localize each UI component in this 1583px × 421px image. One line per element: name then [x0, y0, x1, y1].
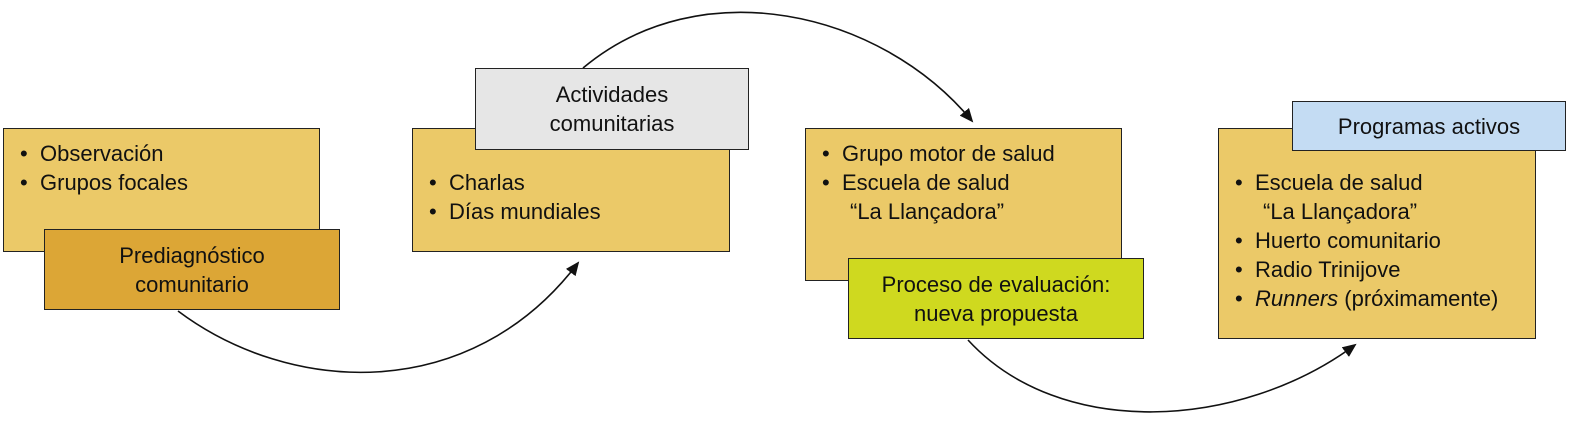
stage1-list: •Observación •Grupos focales — [20, 139, 188, 197]
curved-arrow-icon — [967, 339, 1357, 413]
list-item: •Radio Trinijove — [1235, 257, 1401, 282]
curved-arrow-icon — [582, 11, 974, 123]
stage4-list: •Escuela de salud “La Llançadora” •Huert… — [1235, 168, 1498, 313]
list-item: •Charlas — [429, 170, 525, 195]
list-item: •Observación — [20, 141, 164, 166]
prediagnostico-label: Prediagnóstico comunitario — [44, 229, 340, 310]
stage4-box: •Escuela de salud “La Llançadora” •Huert… — [1218, 128, 1536, 339]
runners-note: (próximamente) — [1338, 286, 1499, 311]
stage1-box: •Observación •Grupos focales — [3, 128, 320, 252]
list-item: •Grupos focales — [20, 170, 188, 195]
actividades-label: Actividades comunitarias — [475, 68, 749, 150]
runners-text: Runners — [1255, 286, 1339, 311]
stage2-list: •Charlas •Días mundiales — [429, 168, 601, 226]
list-item: •Huerto comunitario — [1235, 228, 1441, 253]
programas-label: Programas activos — [1292, 101, 1566, 151]
stage3-box: •Grupo motor de salud •Escuela de salud … — [805, 128, 1122, 281]
list-item: •Escuela de salud “La Llançadora” — [1235, 170, 1423, 224]
list-item: •Runners (próximamente) — [1235, 286, 1499, 311]
stage3-list: •Grupo motor de salud •Escuela de salud … — [822, 139, 1055, 226]
evaluacion-label: Proceso de evaluación: nueva propuesta — [848, 258, 1144, 339]
curved-arrow-icon — [177, 261, 580, 374]
list-item: •Escuela de salud “La Llançadora” — [822, 170, 1010, 224]
list-item: •Grupo motor de salud — [822, 141, 1055, 166]
list-item: •Días mundiales — [429, 199, 601, 224]
